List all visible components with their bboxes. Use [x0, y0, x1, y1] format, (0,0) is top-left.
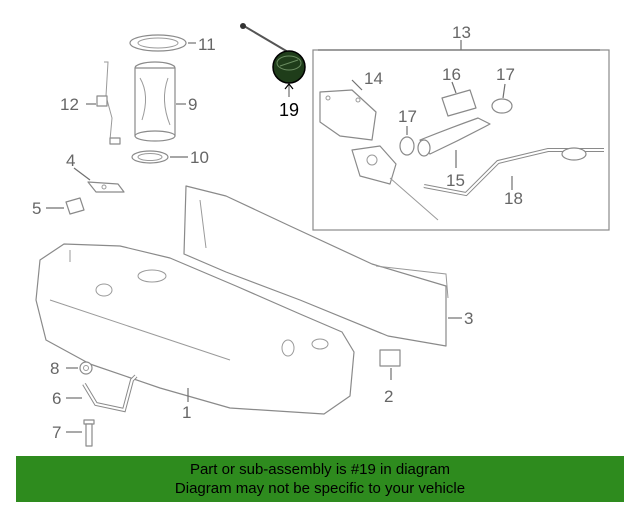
callout-14: 14	[364, 69, 383, 88]
callout-6: 6	[52, 389, 61, 408]
callout-5: 5	[32, 199, 41, 218]
callout-10: 10	[190, 148, 209, 167]
callout-3: 3	[464, 309, 473, 328]
bolt-part-7[interactable]	[83, 419, 95, 447]
bracket-part-4[interactable]	[87, 181, 125, 193]
hose-part-16[interactable]	[441, 89, 477, 117]
nut-part-8[interactable]	[79, 361, 93, 375]
callout-15: 15	[446, 171, 465, 190]
bracket-part-14[interactable]	[319, 89, 377, 141]
clip-part-5[interactable]	[65, 197, 85, 215]
callout-17a: 17	[398, 107, 417, 126]
fuel-pump-module-part-9[interactable]	[134, 61, 176, 142]
banner-line-2: Diagram may not be specific to your vehi…	[174, 480, 466, 497]
sender-part-12[interactable]	[96, 61, 121, 145]
filler-pipe-part-15[interactable]	[417, 117, 491, 157]
fuel-cap-part-19[interactable]	[240, 23, 306, 84]
info-banner: Part or sub-assembly is #19 in diagram D…	[16, 456, 624, 502]
filler-housing[interactable]	[351, 145, 439, 221]
callout-1: 1	[182, 403, 191, 422]
clamp-part-17a[interactable]	[399, 136, 415, 156]
vent-line-part-18[interactable]	[423, 147, 604, 197]
pad-part-2[interactable]	[379, 349, 401, 367]
fuel-tank-part-1[interactable]	[35, 243, 355, 415]
heat-shield-part-3[interactable]	[183, 185, 449, 347]
callout-9: 9	[188, 95, 197, 114]
inset-box-13	[312, 49, 610, 231]
seal-part-10[interactable]	[131, 150, 169, 164]
callout-12: 12	[60, 95, 79, 114]
callout-7: 7	[52, 423, 61, 442]
callout-18: 18	[504, 189, 523, 208]
clamp-part-17b[interactable]	[491, 98, 513, 114]
callout-17b: 17	[496, 65, 515, 84]
callout-16: 16	[442, 65, 461, 84]
callout-13: 13	[452, 23, 471, 42]
callout-11: 11	[198, 35, 216, 54]
lock-ring-part-11[interactable]	[129, 34, 187, 52]
callout-8: 8	[50, 359, 59, 378]
strap-part-6[interactable]	[82, 374, 138, 413]
callout-2: 2	[384, 387, 393, 406]
callout-19: 19	[279, 100, 299, 120]
parts-diagram: 13 19 11 9 12 10	[32, 23, 610, 447]
banner-line-1: Part or sub-assembly is #19 in diagram	[189, 461, 451, 478]
callout-4: 4	[66, 151, 75, 170]
